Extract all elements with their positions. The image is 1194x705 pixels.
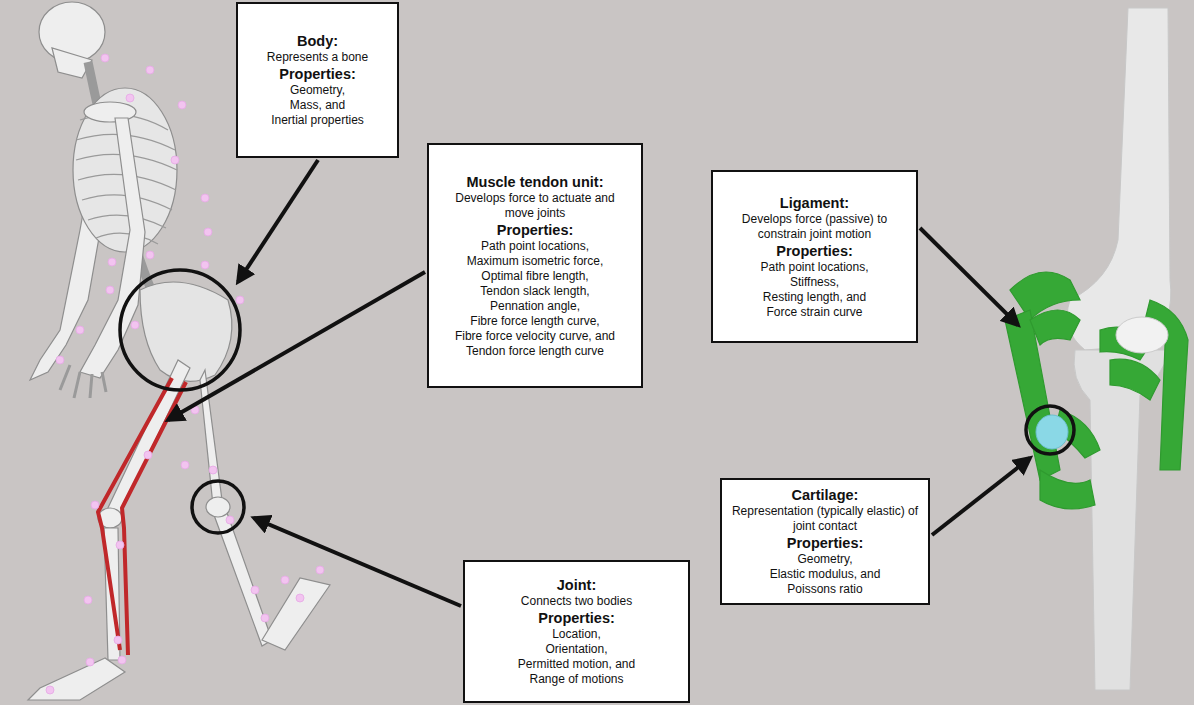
knee-model <box>1005 8 1188 690</box>
box-text: Location, Orientation, Permitted motion,… <box>477 627 676 687</box>
highlight-circle <box>192 481 244 533</box>
arm-bone <box>80 118 145 378</box>
cartilage-box: Cartilage:Representation (typically elas… <box>720 478 930 605</box>
foot <box>262 578 330 650</box>
box-heading: Body: <box>248 32 387 50</box>
box-text: Geometry, Elastic modulus, and Poissons … <box>730 552 920 597</box>
box-content: Ligament:Develops force (passive) to con… <box>727 194 902 320</box>
muscle-path <box>98 378 186 655</box>
box-heading: Properties: <box>727 242 902 260</box>
muscle-line <box>122 382 186 655</box>
box-text: Path point locations, Stiffness, Resting… <box>727 260 902 320</box>
box-heading: Properties: <box>248 65 387 83</box>
box-heading: Properties: <box>443 221 627 239</box>
box-text: Representation (typically elastic) of jo… <box>730 504 920 534</box>
leader-arrow <box>932 458 1030 535</box>
box-content: Muscle tendon unit:Develops force to act… <box>443 173 627 359</box>
joint-box: Joint:Connects two bodiesProperties:Loca… <box>463 560 690 703</box>
knee <box>206 497 230 517</box>
body-box: Body:Represents a boneProperties:Geometr… <box>236 2 399 158</box>
ligaments <box>1005 272 1188 509</box>
box-text: Develops force to actuate and move joint… <box>443 191 627 221</box>
fingers <box>60 365 106 398</box>
leader-arrow <box>254 518 461 606</box>
leader-arrow <box>920 228 1018 325</box>
box-heading: Muscle tendon unit: <box>443 173 627 191</box>
leg-bone <box>200 370 272 646</box>
box-text: Represents a bone <box>248 50 387 65</box>
femur <box>106 360 190 518</box>
box-heading: Cartilage: <box>730 486 920 504</box>
box-content: Cartilage:Representation (typically elas… <box>730 486 920 597</box>
skull <box>39 2 105 62</box>
tibia <box>1074 350 1170 690</box>
femur <box>1067 8 1171 350</box>
box-content: Joint:Connects two bodiesProperties:Loca… <box>477 576 676 687</box>
highlight-circle <box>1026 406 1074 454</box>
patella <box>1116 317 1168 353</box>
box-text: Connects two bodies <box>477 594 676 609</box>
box-heading: Properties: <box>477 609 676 627</box>
highlight-circle <box>120 270 240 390</box>
cartilage-patch <box>1036 415 1068 449</box>
box-text: Geometry, Mass, and Inertial properties <box>248 83 387 128</box>
muscle-line <box>98 378 172 650</box>
box-heading: Properties: <box>730 534 920 552</box>
foot <box>28 658 125 700</box>
muscle-box: Muscle tendon unit:Develops force to act… <box>427 143 643 388</box>
leader-arrow <box>168 272 425 420</box>
box-text: Path point locations, Maximum isometric … <box>443 239 627 359</box>
box-content: Body:Represents a boneProperties:Geometr… <box>248 32 387 128</box>
box-heading: Ligament: <box>727 194 902 212</box>
leader-arrow <box>238 160 318 282</box>
box-text: Develops force (passive) to constrain jo… <box>727 212 902 242</box>
box-heading: Joint: <box>477 576 676 594</box>
ligament-box: Ligament:Develops force (passive) to con… <box>711 170 918 343</box>
